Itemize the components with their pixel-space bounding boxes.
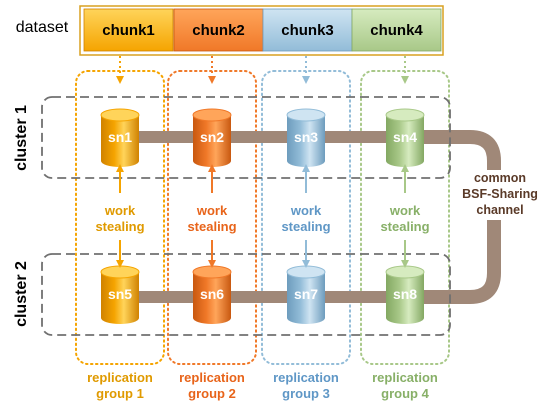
work-stealing-label-3-line2: stealing [281,219,330,234]
replication-group-1-label-line1: replication [87,370,153,385]
work-stealing-label-2-line2: stealing [187,219,236,234]
cluster-1-box [41,96,451,179]
storage-node-4-body [386,115,424,167]
storage-node-2: sn2 [192,108,232,167]
storage-node-6-label: sn6 [200,286,224,302]
storage-node-5: sn5 [100,265,140,324]
storage-node-2-top [192,108,232,122]
work-stealing-label-2-line1: work [196,203,228,218]
storage-node-2-label: sn2 [200,129,224,145]
storage-node-3-top [286,108,326,122]
work-stealing-label-3-line1: work [290,203,322,218]
replication-group-1-label-line2: group 1 [96,386,144,401]
chunk3-box [262,8,353,52]
work-stealing-label-1-line1: work [104,203,136,218]
work-stealing-backdrop-1 [87,200,153,236]
work-stealing-backdrop-2 [179,200,245,236]
chunk2-box [173,8,264,52]
storage-node-6: sn6 [192,265,232,324]
cluster-2-label: cluster 2 [13,261,30,327]
storage-node-6-top [192,265,232,279]
storage-node-3-body [287,115,325,167]
storage-node-7: sn7 [286,265,326,324]
storage-node-5-label: sn5 [108,286,132,302]
channel-label-line3: channel [476,203,523,217]
replication-group-2-label-line2: group 2 [188,386,236,401]
replication-group-4-label-line1: replication [372,370,438,385]
storage-node-5-top [100,265,140,279]
storage-node-7-top [286,265,326,279]
storage-node-3: sn3 [286,108,326,167]
chunk4-label: chunk4 [370,22,423,39]
chunk1-label: chunk1 [102,22,155,39]
chunk3-label: chunk3 [281,22,334,39]
storage-node-1-top [100,108,140,122]
storage-node-8: sn8 [385,265,425,324]
storage-node-4: sn4 [385,108,425,167]
work-stealing-backdrop-3 [273,200,339,236]
replication-group-3-label-line2: group 3 [282,386,330,401]
replication-group-3-label-line1: replication [273,370,339,385]
work-stealing-label-4-line1: work [389,203,421,218]
channel-label-line1: common [474,171,526,185]
dataset-label: dataset [16,19,69,36]
replication-group-4-label-line2: group 4 [381,386,429,401]
work-stealing-label-4-line2: stealing [380,219,429,234]
storage-node-1-body [101,115,139,167]
work-stealing-backdrop-4 [372,200,438,236]
storage-node-8-top [385,265,425,279]
storage-node-1: sn1 [100,108,140,167]
storage-node-7-body [287,272,325,324]
storage-node-7-label: sn7 [294,286,318,302]
storage-node-3-label: sn3 [294,129,318,145]
chunk1-box [83,8,174,52]
storage-node-6-body [193,272,231,324]
storage-node-8-label: sn8 [393,286,417,302]
cluster-2-box [41,253,451,336]
channel-label-line2: BSF-Sharing [462,187,538,201]
storage-node-2-body [193,115,231,167]
work-stealing-label-1-line2: stealing [95,219,144,234]
dataset-frame [79,5,444,56]
cluster-1-label: cluster 1 [13,105,30,171]
storage-node-1-label: sn1 [108,129,132,145]
storage-node-4-label: sn4 [393,129,417,145]
replication-group-2-label-line1: replication [179,370,245,385]
chunk2-label: chunk2 [192,22,245,39]
storage-node-8-body [386,272,424,324]
storage-node-5-body [101,272,139,324]
channel-label-backdrop [452,170,552,220]
chunk4-box [351,8,442,52]
storage-node-4-top [385,108,425,122]
